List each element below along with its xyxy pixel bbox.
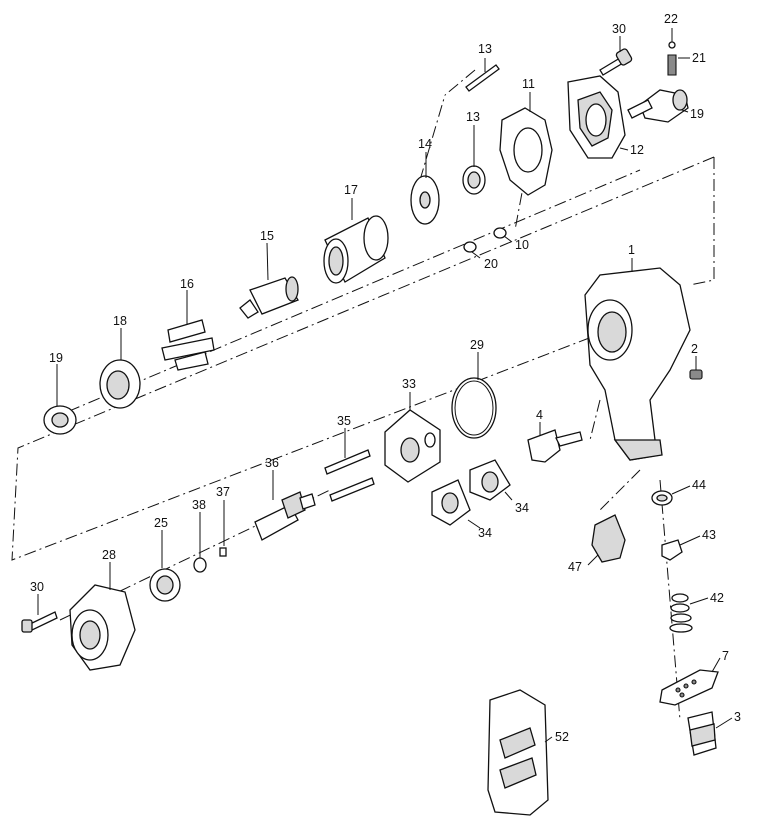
- label-part-17: 13: [478, 42, 492, 56]
- label-part-11: 11: [522, 77, 535, 91]
- part-end-plate-14: [410, 175, 440, 225]
- part-cylinder-18: [323, 215, 389, 284]
- part-gasket-11: [499, 107, 553, 196]
- label-part-34-left: 34: [478, 526, 492, 540]
- part-bearing-20: [43, 405, 77, 435]
- label-part-16: 16: [180, 277, 194, 291]
- part-spring-42: [669, 593, 693, 633]
- part-screw-2: [689, 369, 703, 380]
- part-ring-37: [219, 547, 227, 557]
- label-part-2: 2: [691, 342, 698, 356]
- label-part-19: 18: [113, 314, 127, 328]
- label-part-4: 4: [536, 408, 543, 422]
- part-screw-30-bottom: [21, 611, 58, 633]
- label-part-44: 44: [692, 478, 706, 492]
- label-part-30-top: 30: [612, 22, 626, 36]
- part-ring-38: [193, 557, 207, 573]
- part-bushing-44: [651, 490, 673, 506]
- label-part-23: 21: [692, 51, 706, 65]
- part-ring-10: [493, 227, 507, 239]
- part-trigger-4: [527, 429, 583, 463]
- label-part-34-right: 34: [515, 501, 529, 515]
- label-part-30-bottom: 30: [30, 580, 44, 594]
- part-ball-24: [668, 41, 676, 49]
- part-ring-22: [463, 241, 477, 253]
- part-housing-1: [584, 267, 691, 461]
- label-part-1: 1: [628, 243, 635, 257]
- label-part-12: 12: [630, 143, 644, 157]
- label-part-43: 43: [702, 528, 716, 542]
- part-muffler-47: [591, 514, 626, 563]
- part-valve-43: [661, 539, 683, 561]
- label-part-7: 7: [722, 649, 729, 663]
- part-rotor-15: [239, 276, 299, 319]
- part-grip-52: [487, 689, 549, 816]
- part-anvil-36: [254, 491, 316, 541]
- part-hammer-cage-33: [384, 409, 441, 483]
- part-hammer-34-left: [431, 479, 471, 526]
- part-bearing-13: [462, 165, 486, 195]
- label-part-10: 10: [515, 238, 529, 252]
- label-part-24: 22: [664, 12, 678, 26]
- part-pin-17: [465, 64, 500, 92]
- part-inlet-3: [687, 711, 717, 756]
- part-pins-35: [324, 449, 375, 502]
- part-valve-21: [627, 89, 689, 123]
- part-screw-30-top: [599, 48, 633, 76]
- label-part-33: 33: [402, 377, 416, 391]
- label-part-28: 28: [102, 548, 116, 562]
- label-part-35: 35: [337, 414, 351, 428]
- part-end-plate-19: [99, 359, 141, 409]
- part-bushing-25: [149, 568, 181, 602]
- label-part-38: 38: [192, 498, 206, 512]
- label-part-20: 19: [49, 351, 63, 365]
- label-part-22: 20: [484, 257, 498, 271]
- label-part-15: 15: [260, 229, 274, 243]
- part-vanes-16: [161, 319, 215, 371]
- label-part-36: 36: [265, 456, 279, 470]
- label-part-14: 14: [418, 137, 432, 151]
- part-rear-plate-12: [567, 75, 626, 159]
- leader-lines: [37, 28, 733, 743]
- part-spring-23: [667, 54, 677, 76]
- label-part-21: 19: [690, 107, 704, 121]
- part-front-case-28: [69, 584, 136, 671]
- label-part-29: 29: [470, 338, 484, 352]
- label-part-52: 52: [555, 730, 569, 744]
- label-part-13: 13: [466, 110, 480, 124]
- part-labels: 13 30 22 21 19 12 11 13 14 10 20 17 15 1…: [30, 12, 741, 744]
- label-part-37: 37: [216, 485, 230, 499]
- label-part-18: 17: [344, 183, 358, 197]
- label-part-25: 25: [154, 516, 168, 530]
- label-part-3: 3: [734, 710, 741, 724]
- part-oring-29: [451, 377, 497, 439]
- label-part-47: 47: [568, 560, 582, 574]
- label-part-42: 42: [710, 591, 724, 605]
- part-hammer-34-right: [469, 459, 511, 501]
- part-exhaust-plate-7: [659, 669, 719, 706]
